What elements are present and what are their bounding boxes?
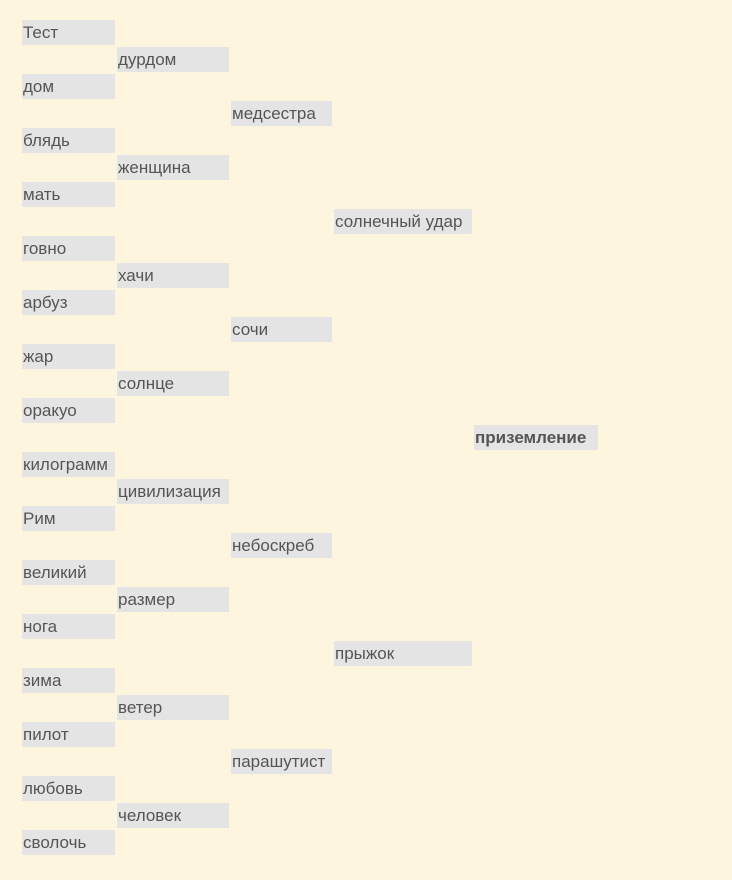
bracket-entry-round-1: оракуо [22,398,115,423]
bracket-entry-round-1: зима [22,668,115,693]
bracket-entry-round-2: человек [117,803,229,828]
bracket-entry-round-2: дурдом [117,47,229,72]
bracket-entry-round-1: нога [22,614,115,639]
bracket-entry-round-3: небоскреб [231,533,332,558]
bracket-entry-round-2: цивилизация [117,479,229,504]
bracket-entry-round-1: килограмм [22,452,115,477]
bracket-entry-round-1: пилот [22,722,115,747]
bracket-entry-round-1: дом [22,74,115,99]
bracket-entry-round-1: великий [22,560,115,585]
bracket-entry-round-1: Рим [22,506,115,531]
bracket-entry-round-1: Тест [22,20,115,45]
bracket-entry-round-2: солнце [117,371,229,396]
bracket-entry-round-3: сочи [231,317,332,342]
bracket-entry-round-3: медсестра [231,101,332,126]
bracket-entry-round-4: солнечный удар [334,209,472,234]
bracket-entry-round-2: ветер [117,695,229,720]
bracket-entry-round-1: арбуз [22,290,115,315]
bracket-entry-round-1: жар [22,344,115,369]
bracket-entry-round-4: прыжок [334,641,472,666]
bracket-winner: приземление [474,425,598,450]
bracket-entry-round-2: хачи [117,263,229,288]
bracket-entry-round-2: размер [117,587,229,612]
bracket-entry-round-3: парашутист [231,749,332,774]
bracket-entry-round-1: блядь [22,128,115,153]
bracket-entry-round-1: любовь [22,776,115,801]
bracket-entry-round-1: сволочь [22,830,115,855]
bracket-entry-round-1: мать [22,182,115,207]
bracket-entry-round-2: женщина [117,155,229,180]
bracket-entry-round-1: говно [22,236,115,261]
